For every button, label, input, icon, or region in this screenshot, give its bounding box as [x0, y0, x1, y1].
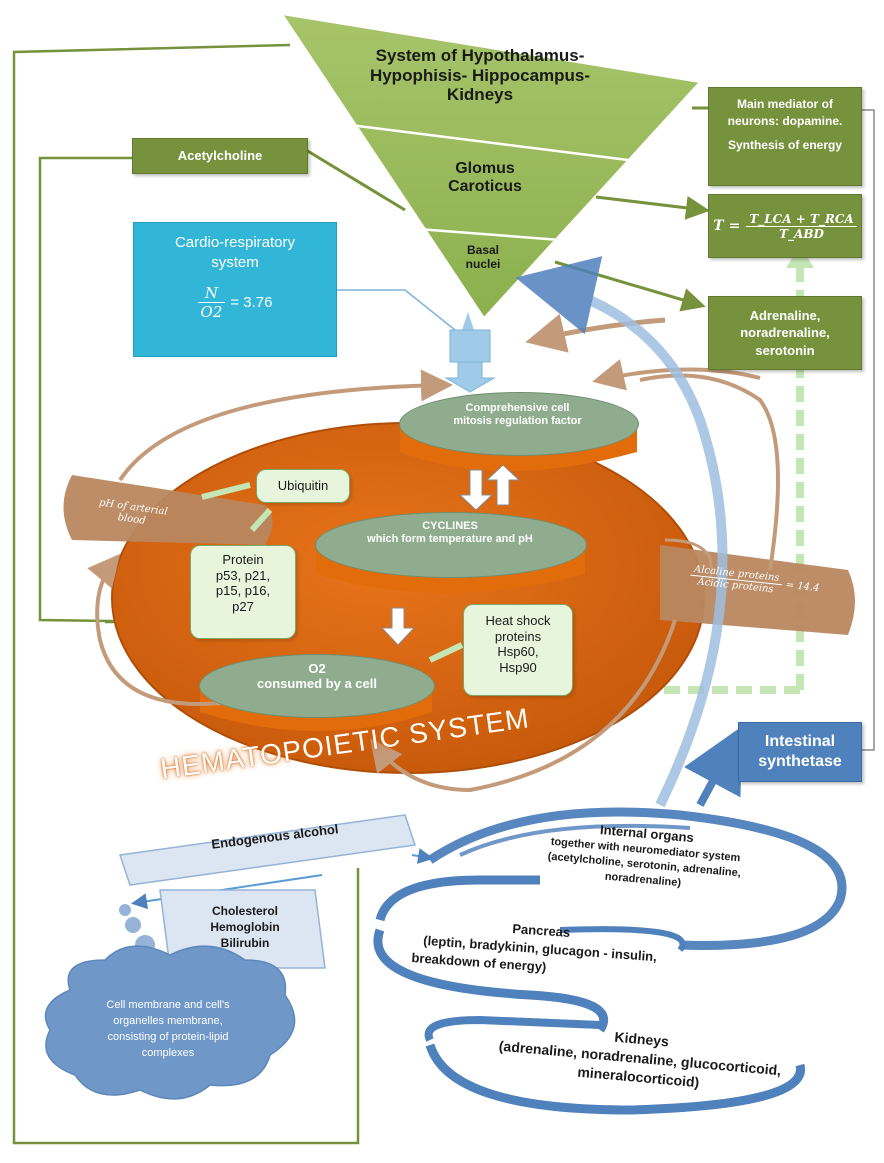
dopamine-line2: neurons: dopamine.: [727, 113, 843, 128]
nitrogen-oxygen-ratio: N O2 = 3.76: [134, 284, 336, 321]
oxygen-line2: consumed by a cell: [257, 675, 377, 691]
mitosis-line1: Comprehensive cell: [465, 402, 570, 414]
glomus-line1: Glomus: [455, 160, 515, 177]
ubiquitin-label: Ubiquitin: [277, 478, 329, 493]
cell-membrane-line4: complexes: [141, 1046, 195, 1059]
adrenaline-line2: noradrenaline,: [740, 325, 830, 341]
cyclines-ellipse: [315, 512, 587, 578]
mitosis-factor-label: Comprehensive cell mitosis regulation fa…: [410, 402, 625, 427]
intestinal-line1: Intestinal: [764, 733, 836, 750]
glomus-line2: Caroticus: [448, 178, 522, 196]
hypothalamus-line2: Hypophisis- Hippocampus-: [369, 65, 591, 85]
acetylcholine-label: Acetylcholine: [177, 148, 263, 163]
cyclines-label: CYCLINES which form temperature and pH: [320, 520, 580, 545]
formula-numerator: T_LCA + T_RCA: [746, 212, 857, 227]
formula-lhs: T =: [713, 218, 741, 234]
mitosis-line2: mitosis regulation factor: [453, 414, 582, 427]
hypothalamus-title: System of Hypothalamus- Hypophisis- Hipp…: [330, 46, 630, 105]
heat-shock-line4: Hsp90: [499, 659, 537, 675]
intestinal-line2: synthetase: [758, 753, 842, 770]
cholesterol-line3: Bilirubin: [220, 936, 270, 951]
temperature-formula-box: T = T_LCA + T_RCA T_ABD: [708, 194, 862, 258]
mitosis-factor-ellipse: [399, 392, 639, 456]
cardio-title-line1: Cardio-respiratory: [174, 234, 296, 251]
protein-ratio-value: = 14.4: [785, 579, 820, 595]
cyclines-line2: which form temperature and pH: [367, 532, 533, 545]
cholesterol-line2: Hemoglobin: [210, 920, 280, 935]
glomus-caroticus-label: Glomus Caroticus: [420, 160, 550, 197]
ubiquitin-callout: Ubiquitin: [256, 469, 350, 503]
formula-denominator: T_ABD: [779, 226, 824, 241]
dopamine-box: Main mediator of neurons: dopamine. Synt…: [708, 87, 862, 186]
acetylcholine-box: Acetylcholine: [132, 138, 308, 174]
cell-membrane-label: Cell membrane and cell's organelles memb…: [58, 998, 278, 1062]
cardio-respiratory-box: Cardio-respiratory system N O2 = 3.76: [133, 222, 337, 357]
hypothalamus-line1: System of Hypothalamus-: [375, 46, 585, 65]
oxygen-line1: O2: [308, 661, 326, 676]
energy-synthesis-label: Synthesis of energy: [727, 137, 843, 152]
ratio-value: = 3.76: [230, 293, 273, 311]
oxygen-consumed-label: O2 consumed by a cell: [210, 661, 424, 692]
outer-feedback-line: [12, 43, 360, 1145]
cell-membrane-line2: organelles membrane,: [113, 1014, 223, 1027]
heat-shock-callout: Heat shock proteins Hsp60, Hsp90: [463, 604, 573, 696]
ratio-fraction: N O2: [197, 284, 226, 321]
heat-shock-line1: Heat shock: [485, 613, 551, 628]
ratio-denominator: O2: [200, 302, 223, 321]
adrenaline-box: Adrenaline, noradrenaline, serotonin: [708, 296, 862, 370]
cholesterol-line1: Cholesterol: [211, 904, 278, 918]
heat-shock-line2: proteins: [494, 628, 542, 644]
cholesterol-label: Cholesterol Hemoglobin Bilirubin: [170, 903, 320, 952]
protein-line1: Protein: [222, 552, 264, 567]
basal-line2: nuclei: [465, 256, 501, 271]
adrenaline-line3: serotonin: [755, 342, 815, 358]
cell-membrane-line3: consisting of protein-lipid: [107, 1030, 229, 1043]
protein-line4: p27: [232, 598, 254, 614]
ratio-numerator: N: [197, 284, 226, 303]
basal-line1: Basal: [466, 243, 500, 257]
adrenaline-line1: Adrenaline,: [749, 307, 821, 323]
cell-membrane-line1: Cell membrane and cell's: [106, 999, 230, 1011]
protein-line2: p53, p21,: [215, 567, 271, 583]
cardio-title-line2: system: [211, 254, 259, 272]
formula-fraction: T_LCA + T_RCA T_ABD: [746, 212, 857, 241]
protein-line3: p15, p16,: [215, 583, 271, 599]
cyclines-line1: CYCLINES: [422, 520, 478, 532]
pancreas-title: Pancreas: [511, 921, 571, 941]
dopamine-line1: Main mediator of: [736, 97, 833, 111]
hypothalamus-line3: Kidneys: [446, 85, 514, 105]
oxygen-ellipse: [199, 654, 435, 718]
heat-shock-line3: Hsp60,: [497, 644, 539, 660]
intestinal-synthetase-box: Intestinal synthetase: [738, 722, 862, 782]
basal-nuclei-label: Basal nuclei: [448, 243, 518, 272]
protein-callout: Protein p53, p21, p15, p16, p27: [190, 545, 296, 639]
kidneys-title: Kidneys: [613, 1028, 670, 1050]
hypothalamus-triangle: [279, 12, 702, 320]
